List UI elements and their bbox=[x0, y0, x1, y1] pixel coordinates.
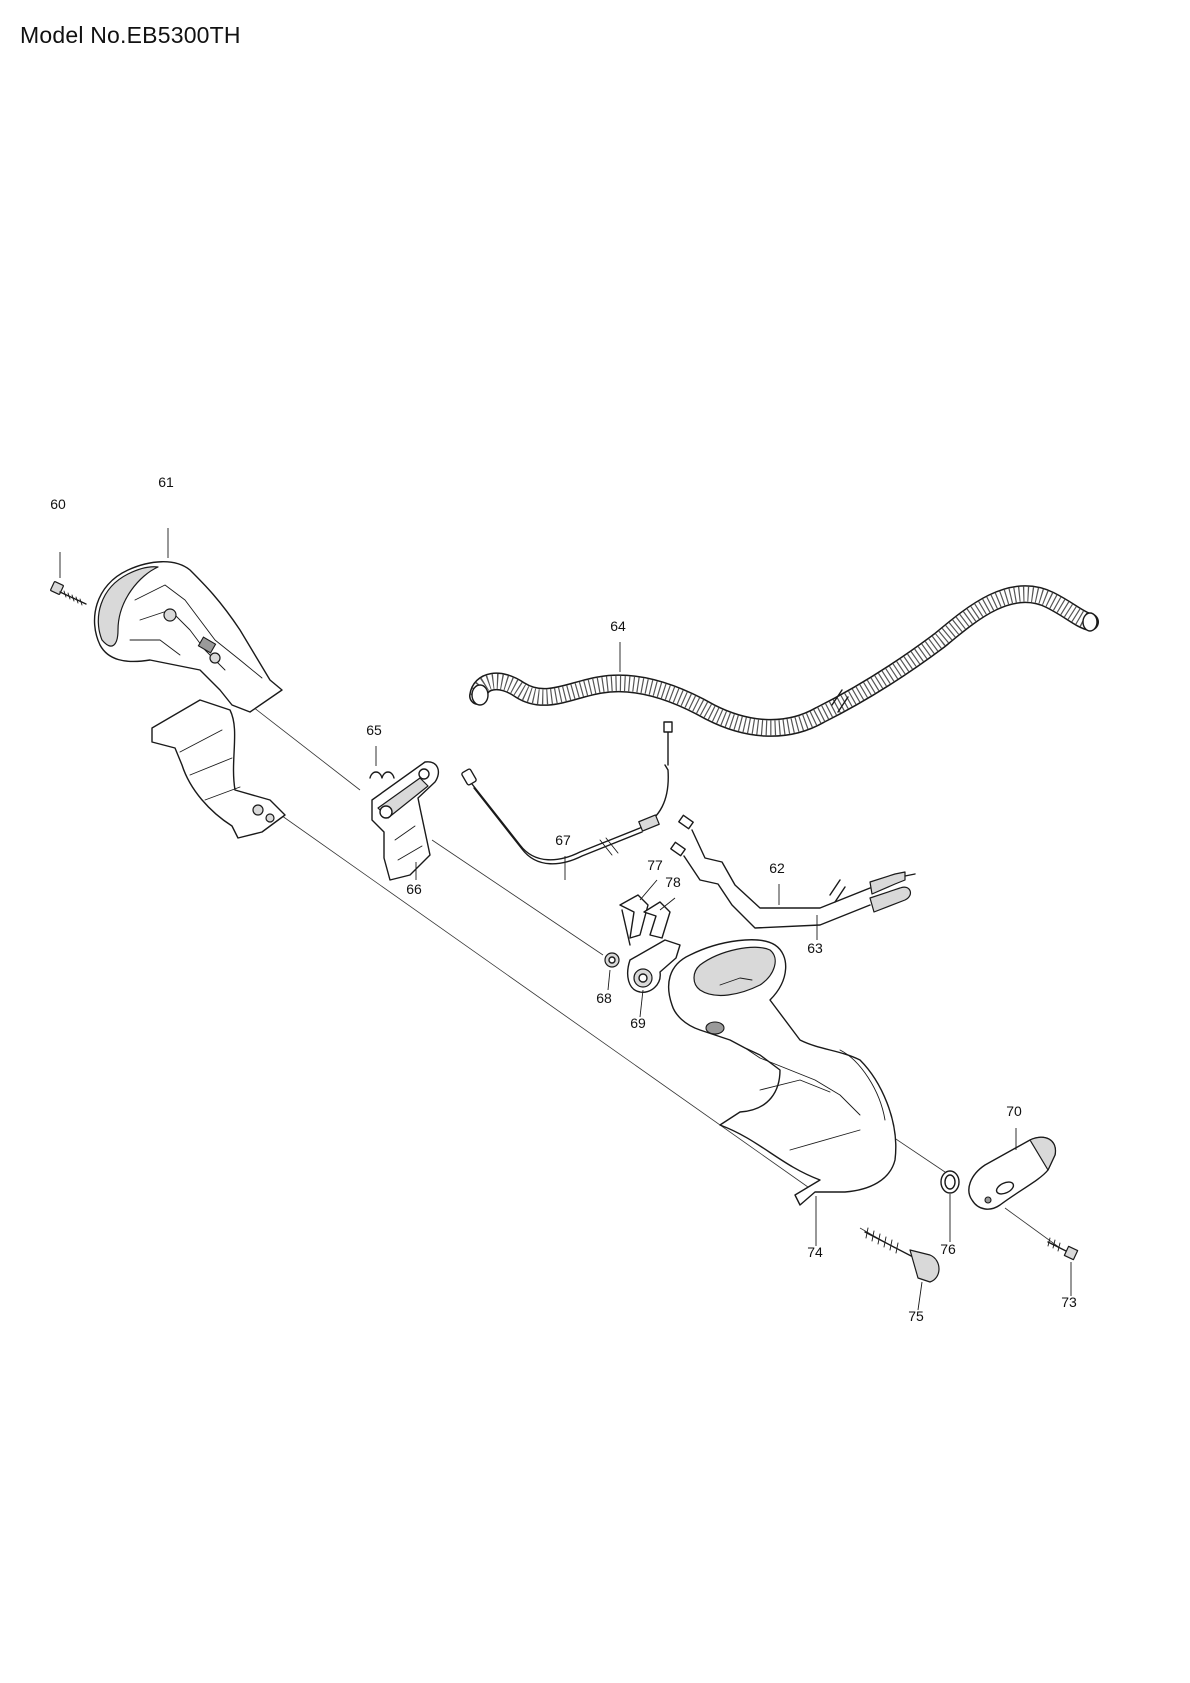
part-62-63-wire-leads bbox=[670, 814, 916, 940]
part-number-label-67: 67 bbox=[555, 832, 571, 848]
part-75-bolt bbox=[864, 1227, 940, 1311]
part-69-stop-switch bbox=[627, 939, 681, 1018]
part-number-label-64: 64 bbox=[610, 618, 626, 634]
part-number-label-62: 62 bbox=[769, 860, 785, 876]
part-number-label-66: 66 bbox=[406, 881, 422, 897]
main-handle-assembly bbox=[667, 939, 897, 1206]
part-number-label-74: 74 bbox=[807, 1244, 823, 1260]
part-70-cover bbox=[968, 1128, 1057, 1210]
part-77-78-cable-clips bbox=[619, 879, 676, 946]
part-68-nut bbox=[604, 952, 620, 991]
part-number-label-70: 70 bbox=[1006, 1103, 1022, 1119]
part-66-throttle-trigger bbox=[371, 761, 440, 881]
part-67-throttle-cable bbox=[461, 721, 673, 880]
part-number-label-77: 77 bbox=[647, 857, 663, 873]
part-65-spring bbox=[369, 746, 395, 779]
part-number-label-61: 61 bbox=[158, 474, 174, 490]
part-60-screw bbox=[50, 552, 87, 606]
part-number-label-73: 73 bbox=[1061, 1294, 1077, 1310]
part-number-label-75: 75 bbox=[908, 1308, 924, 1324]
part-73-screw bbox=[1047, 1237, 1079, 1296]
part-number-label-68: 68 bbox=[596, 990, 612, 1006]
part-61-handle-housing bbox=[93, 528, 286, 839]
part-number-label-76: 76 bbox=[940, 1241, 956, 1257]
model-number-title: Model No.EB5300TH bbox=[20, 22, 241, 48]
part-number-label-63: 63 bbox=[807, 940, 823, 956]
part-76-washer bbox=[940, 1170, 960, 1242]
part-64-corrugated-tube bbox=[469, 585, 1099, 737]
part-number-label-69: 69 bbox=[630, 1015, 646, 1031]
part-number-label-60: 60 bbox=[50, 496, 66, 512]
part-number-label-78: 78 bbox=[665, 874, 681, 890]
part-number-label-65: 65 bbox=[366, 722, 382, 738]
